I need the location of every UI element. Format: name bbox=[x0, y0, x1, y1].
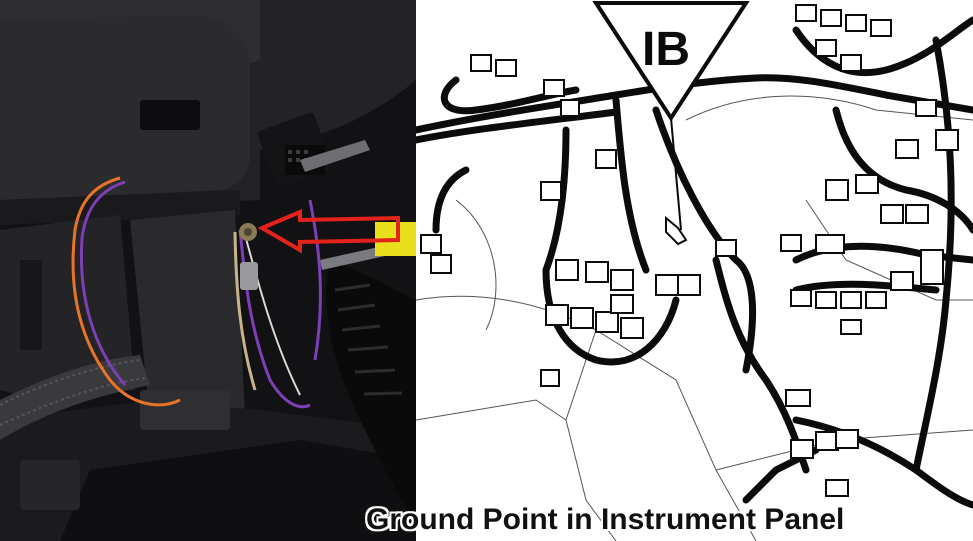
instrument-panel-photo bbox=[0, 0, 416, 541]
wiring-harness-diagram: IB bbox=[416, 0, 973, 541]
figure-caption: Ground Point in Instrument Panel bbox=[366, 503, 845, 536]
ground-point-label: IB bbox=[642, 23, 690, 76]
